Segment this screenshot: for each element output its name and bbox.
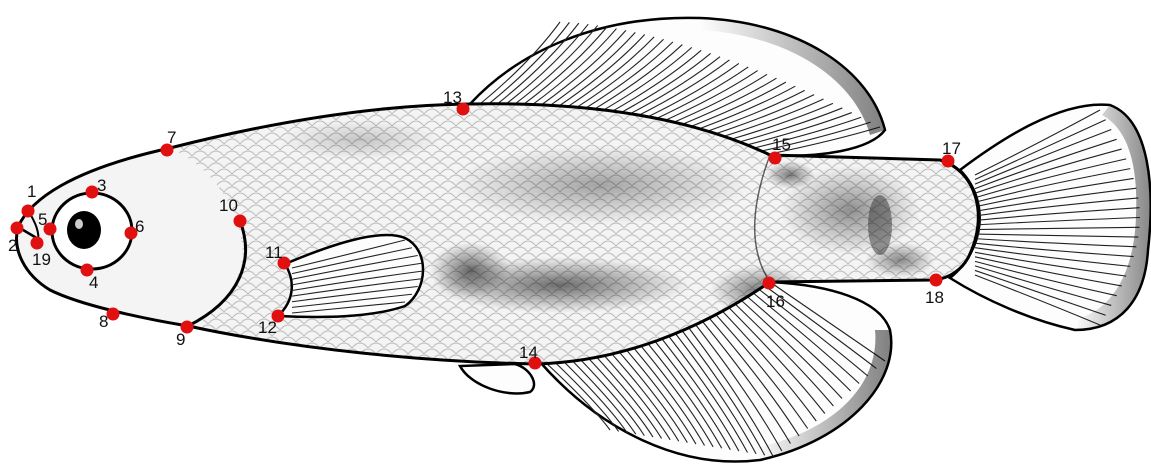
- landmark-label: 14: [519, 343, 538, 362]
- landmark-label: 11: [265, 243, 283, 262]
- caudal-fin: [950, 105, 1151, 330]
- landmark-marker: [22, 205, 35, 218]
- landmark-label: 5: [38, 210, 47, 229]
- landmark-marker: [234, 215, 247, 228]
- landmark-marker: [11, 222, 24, 235]
- landmark-17: 17: [942, 139, 961, 168]
- pelvic-fin: [460, 364, 534, 393]
- landmark-label: 4: [89, 273, 98, 292]
- landmark-marker: [930, 274, 943, 287]
- landmark-label: 18: [925, 288, 944, 307]
- landmark-label: 9: [176, 330, 185, 349]
- landmark-marker: [763, 277, 776, 290]
- landmark-label: 3: [97, 176, 106, 195]
- landmark-label: 15: [772, 135, 791, 154]
- landmark-label: 6: [135, 217, 144, 236]
- landmark-label: 16: [766, 292, 785, 311]
- eye: [52, 193, 132, 269]
- landmark-label: 12: [258, 318, 277, 337]
- landmark-label: 17: [942, 139, 961, 158]
- landmark-label: 13: [443, 88, 462, 107]
- landmark-label: 8: [99, 312, 108, 331]
- landmark-label: 1: [27, 182, 36, 201]
- landmark-1: 1: [22, 182, 37, 218]
- landmark-label: 10: [219, 196, 238, 215]
- landmark-label: 7: [167, 128, 176, 147]
- landmark-label: 2: [8, 236, 17, 255]
- landmark-marker: [31, 237, 44, 250]
- landmark-label: 19: [32, 250, 51, 269]
- landmark-8: 8: [99, 308, 120, 332]
